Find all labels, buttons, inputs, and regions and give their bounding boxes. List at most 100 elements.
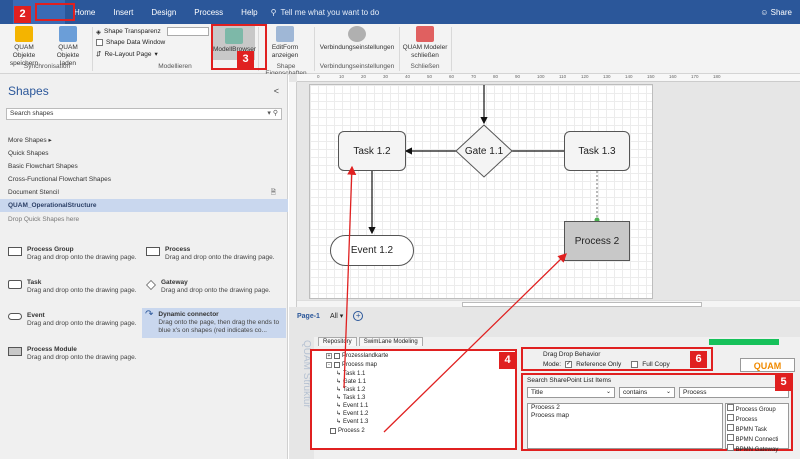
sp-field-select[interactable]: Title⌄: [527, 387, 615, 398]
behavior-title: Drag Drop Behavior: [543, 351, 601, 358]
transparency-dropdown[interactable]: [166, 27, 209, 36]
tab-home[interactable]: Home: [74, 7, 96, 17]
tree-item[interactable]: -Process map: [326, 362, 377, 368]
group-schliessen: Schließen: [410, 63, 440, 70]
shape-transparency-control[interactable]: ◈ Shape Transparenz: [96, 27, 209, 36]
stencil-item[interactable]: Basic Flowchart Shapes: [8, 163, 78, 170]
data-window-checkbox[interactable]: [96, 39, 103, 46]
tab-help[interactable]: Help: [241, 7, 258, 17]
tree-item[interactable]: + Prozesslandkarte: [326, 353, 388, 359]
master-desc: Drag and drop onto the drawing page.: [161, 287, 271, 294]
collapse-icon[interactable]: -: [326, 362, 332, 368]
save-objects-button[interactable]: QUAM Objekte speichern: [4, 24, 44, 68]
scroll-thumb[interactable]: [462, 302, 702, 307]
tree-item[interactable]: ↳Task 1.3: [336, 394, 365, 402]
gear-icon: [348, 26, 366, 42]
type-filter-item[interactable]: BPMN Gateway: [727, 444, 788, 454]
tab-insert[interactable]: Insert: [113, 7, 134, 17]
all-pages-tab[interactable]: All ▾: [329, 313, 344, 320]
tab-repository[interactable]: Repository: [318, 337, 357, 346]
reference-only-checkbox[interactable]: ✓: [565, 361, 573, 368]
sp-value-input[interactable]: Process: [679, 387, 789, 398]
type-filter-item[interactable]: Process: [727, 414, 788, 424]
expand-icon[interactable]: +: [326, 353, 332, 359]
load-objects-button[interactable]: QUAM Objekte laden: [48, 24, 88, 68]
add-page-icon[interactable]: +: [353, 311, 364, 321]
shape-data-window-toggle[interactable]: Shape Data Window: [96, 39, 165, 46]
ruler-tick: 10: [339, 74, 345, 79]
tree-item[interactable]: ↳Gate 1.1: [336, 378, 366, 386]
tab-process[interactable]: Process: [194, 7, 224, 17]
collapse-pane-icon[interactable]: <: [273, 86, 279, 96]
search-icon[interactable]: ▾ ⚲: [267, 110, 278, 117]
horizontal-scrollbar[interactable]: [297, 300, 800, 307]
behavior-mode-row: Mode: ✓ Reference Only Full Copy: [543, 361, 670, 368]
process-node[interactable]: Process 2: [564, 221, 630, 261]
tree-item[interactable]: ↳Task 1.2: [336, 386, 365, 394]
check-icon: ↳: [336, 371, 342, 377]
ruler-tick: 100: [537, 74, 545, 79]
stencil-item[interactable]: Document Stencil🗎: [8, 186, 284, 199]
tree-item[interactable]: ↳Event 1.1: [336, 402, 368, 410]
tab-swimlane[interactable]: SwimLane Modeling: [358, 337, 423, 346]
gateway-label: Gate 1.1: [464, 145, 504, 157]
tree-item[interactable]: ↳Event 1.2: [336, 410, 369, 418]
tab-design[interactable]: Design: [151, 7, 177, 17]
type-checkbox[interactable]: [727, 414, 734, 421]
relayout-page-button[interactable]: ⇵ Re-Layout Page ▾: [96, 50, 158, 59]
close-modeler-label: QUAM Modeler schließen: [402, 44, 448, 59]
type-filter-item[interactable]: BPMN Connecti: [727, 434, 788, 444]
tell-me-search[interactable]: ⚲ Tell me what you want to do: [271, 8, 380, 17]
type-checkbox[interactable]: [727, 404, 734, 411]
sp-result-item[interactable]: Process map: [531, 412, 569, 419]
group-verbindung: Verbindungseinstellungen: [319, 63, 395, 70]
tree-item-label: Prozesslandkarte: [342, 353, 389, 359]
tree-item[interactable]: Process 2: [330, 428, 365, 434]
type-checkbox[interactable]: [727, 444, 734, 451]
form-icon: [276, 26, 294, 42]
stencil-item[interactable]: Quick Shapes: [8, 150, 49, 157]
more-shapes-item[interactable]: More Shapes ▸: [8, 137, 52, 144]
event-node[interactable]: Event 1.2: [330, 235, 414, 266]
type-checkbox[interactable]: [727, 434, 734, 441]
relayout-label: Re-Layout Page: [104, 50, 152, 58]
model-tree[interactable]: + Prozesslandkarte -Process map ↳Task 1.1…: [310, 349, 517, 450]
task-node[interactable]: Task 1.2: [338, 131, 406, 171]
shape-search-input[interactable]: Search shapes ▾ ⚲: [6, 108, 282, 120]
gateway-shape[interactable]: [455, 124, 513, 178]
master-title: Process: [165, 246, 191, 253]
close-modeler-button[interactable]: QUAM Modeler schließen: [402, 24, 448, 60]
sp-type-filter-list[interactable]: Process Group Process BPMN Task BPMN Con…: [725, 403, 789, 453]
ribbon-separator: [314, 27, 315, 71]
type-filter-item[interactable]: BPMN Task: [727, 424, 788, 434]
tab-page-1[interactable]: Page-1: [297, 312, 320, 320]
document-stencil-label: Document Stencil: [8, 189, 59, 196]
sp-operator-select[interactable]: contains⌄: [619, 387, 675, 398]
stencil-item-selected[interactable]: QUAM_OperationalStructure: [0, 199, 288, 212]
tree-item[interactable]: ↳Task 1.1: [336, 370, 365, 378]
task-node[interactable]: Task 1.3: [564, 131, 630, 171]
tree-item-label: Event 1.2: [343, 410, 369, 417]
ruler-tick: 180: [713, 74, 721, 79]
type-checkbox[interactable]: [727, 424, 734, 431]
edit-form-button[interactable]: EditForm anzeigen: [262, 24, 308, 60]
stencil-item[interactable]: Cross-Functional Flowchart Shapes: [8, 176, 111, 183]
connection-settings-button[interactable]: Verbindungseinstellungen: [318, 24, 396, 52]
tree-item[interactable]: ↳Event 1.3: [336, 418, 368, 426]
sp-result-item[interactable]: Process 2: [531, 404, 560, 411]
drawing-page[interactable]: Task 1.2 Gate 1.1 Task 1.3 Event 1.2 Pro…: [309, 84, 653, 299]
modell-browser-button[interactable]: ModellBrowser: [213, 26, 256, 60]
sp-results-list[interactable]: Process 2 Process map: [527, 403, 723, 449]
type-filter-item[interactable]: Process Group: [727, 404, 788, 414]
node-icon: [334, 353, 340, 359]
share-button[interactable]: ☺ Share: [760, 7, 792, 17]
full-copy-checkbox[interactable]: [631, 361, 639, 368]
connector-icon: ↷: [145, 309, 154, 320]
